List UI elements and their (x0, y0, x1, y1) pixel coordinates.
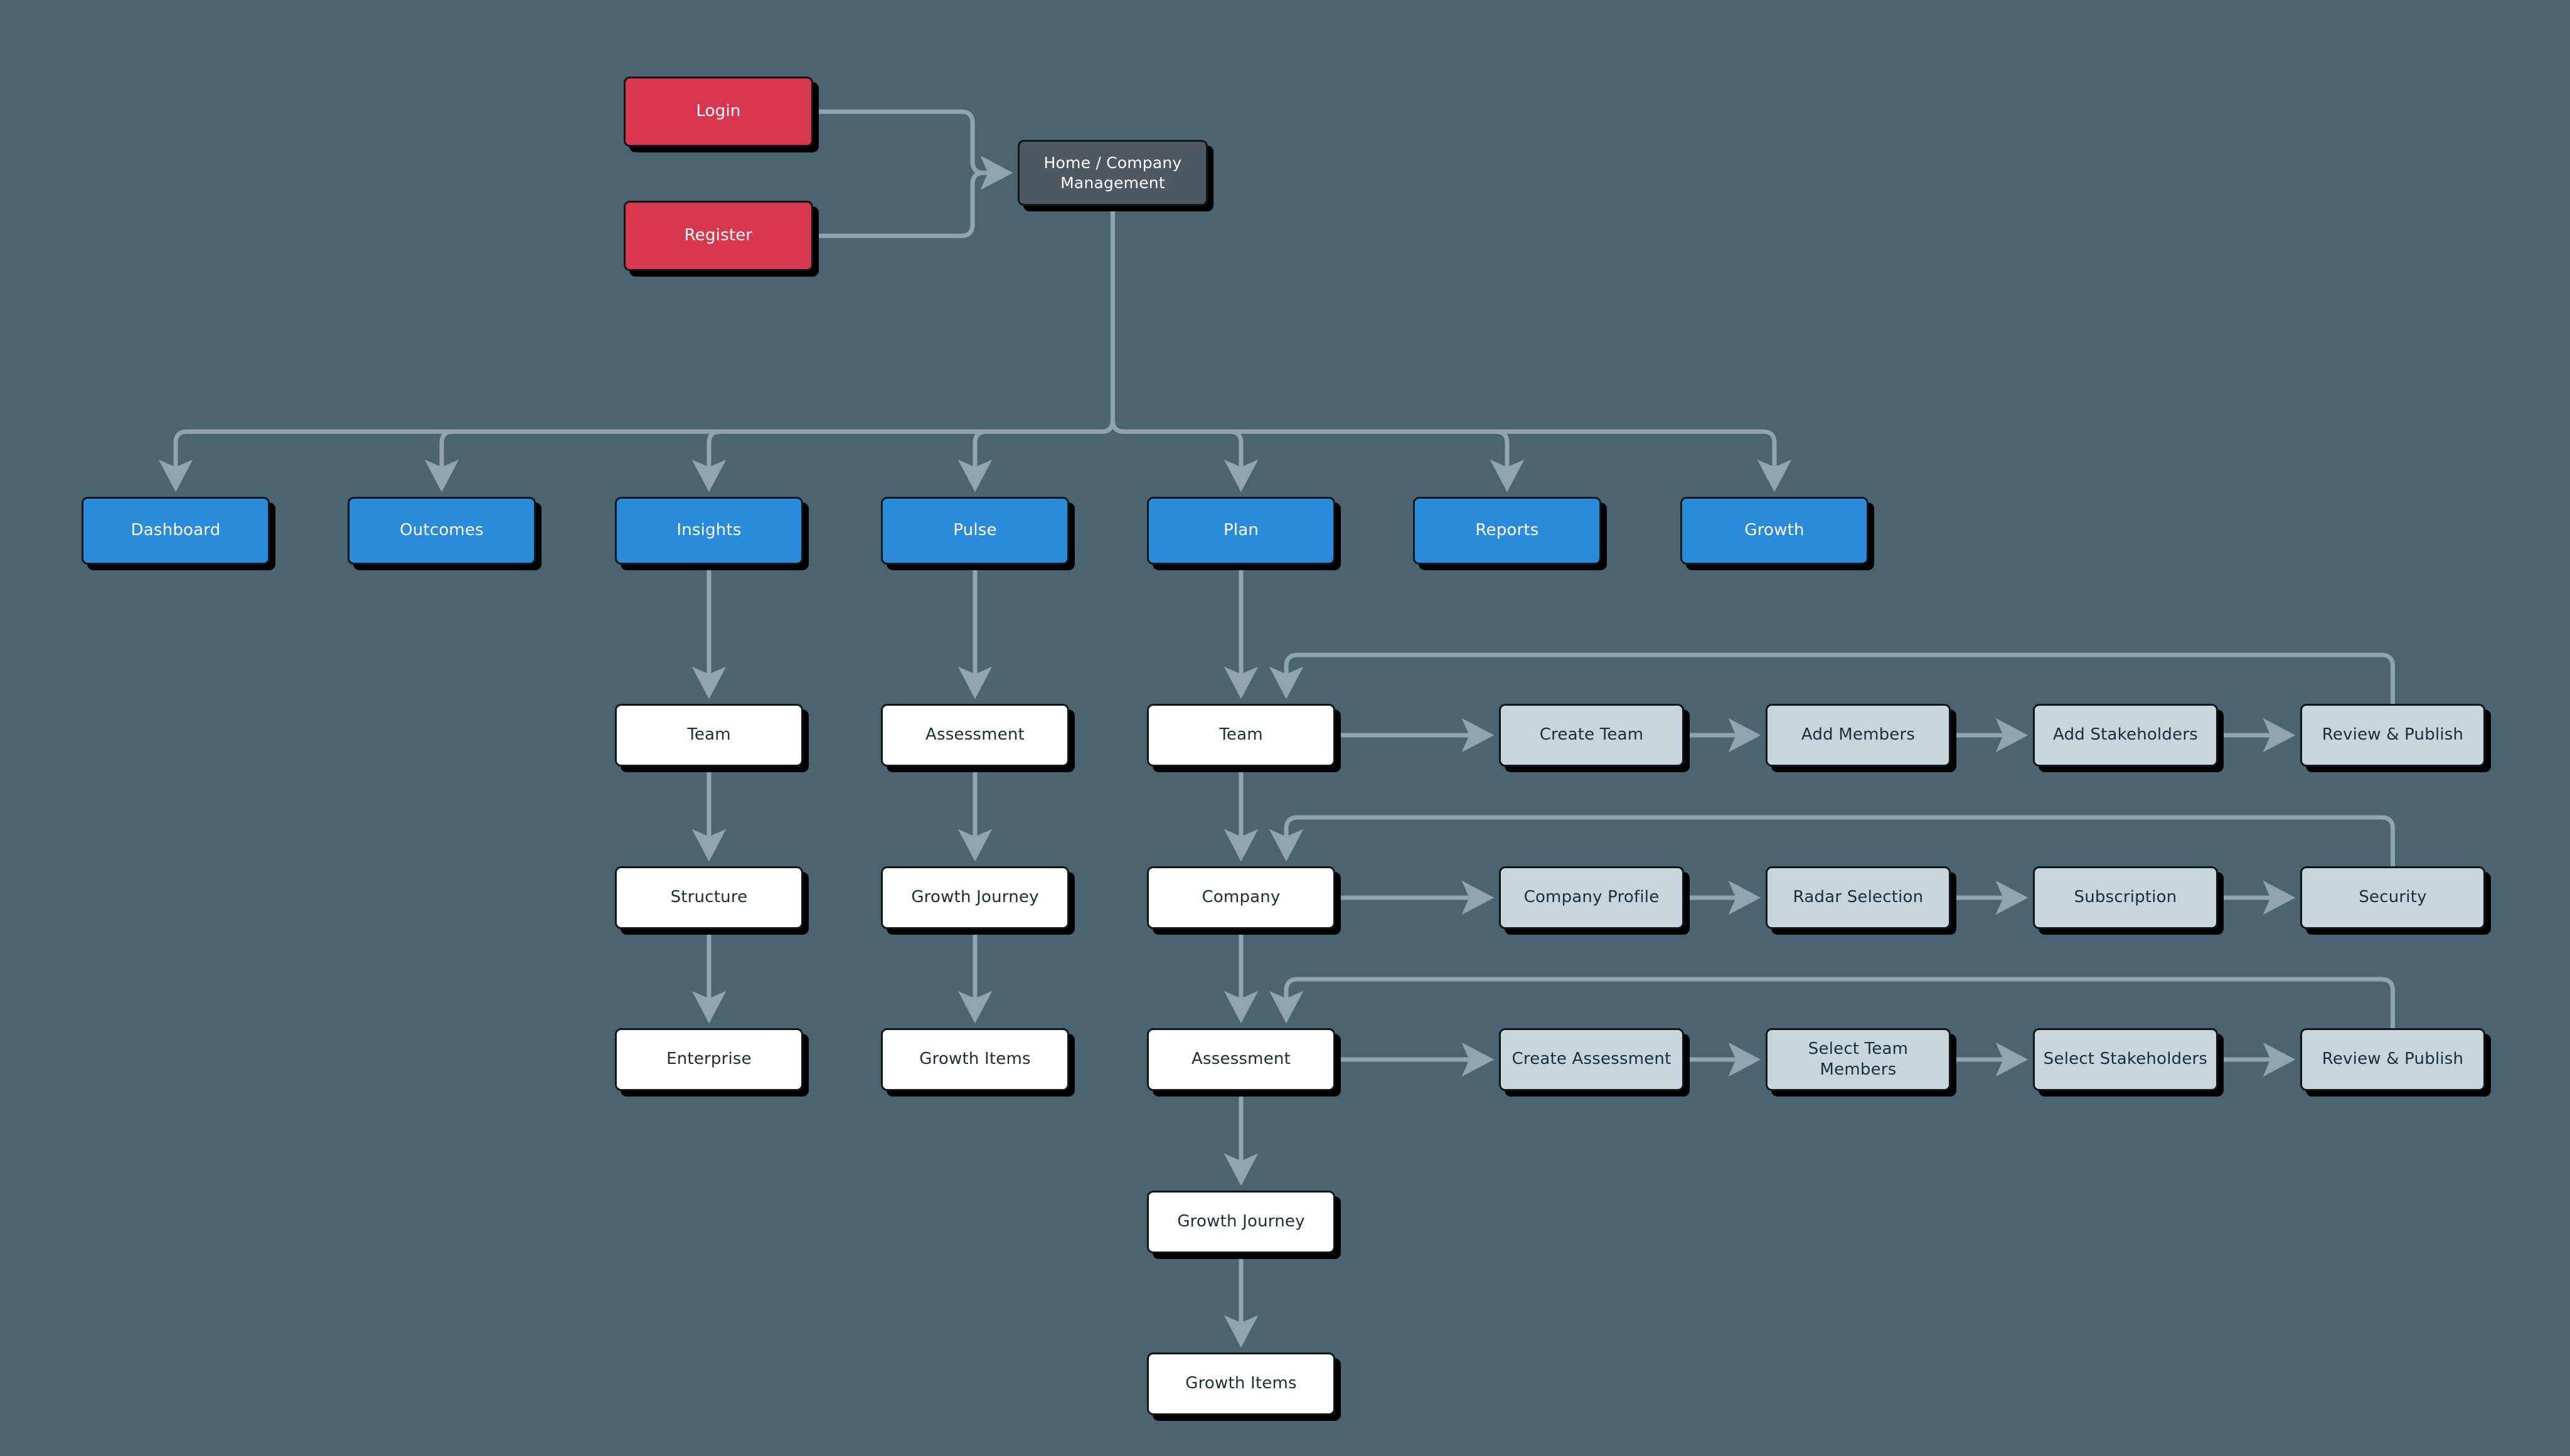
node-label: Company Profile (1523, 888, 1660, 907)
node-label: Subscription (2074, 888, 2177, 907)
node-select-stake[interactable]: Select Stakeholders (2033, 1028, 2218, 1091)
node-add-stakeholders[interactable]: Add Stakeholders (2033, 704, 2218, 767)
node-plan[interactable]: Plan (1147, 497, 1335, 565)
node-plan-company[interactable]: Company (1147, 866, 1335, 929)
node-label: Growth Journey (1177, 1212, 1305, 1231)
node-label: Team (687, 725, 731, 745)
node-plan-items[interactable]: Growth Items (1147, 1352, 1335, 1415)
node-outcomes[interactable]: Outcomes (348, 497, 536, 565)
node-radar-selection[interactable]: Radar Selection (1766, 866, 1951, 929)
node-security[interactable]: Security (2300, 866, 2485, 929)
node-assess-review[interactable]: Review & Publish (2300, 1028, 2485, 1091)
node-insights-struct[interactable]: Structure (615, 866, 803, 929)
node-label: Select Team Members (1808, 1039, 1909, 1079)
node-label: Insights (676, 521, 742, 540)
node-label: Add Stakeholders (2053, 725, 2198, 745)
node-growth[interactable]: Growth (1680, 497, 1869, 565)
node-label: Growth Items (1185, 1374, 1297, 1393)
node-label: Home / Company Management (1043, 153, 1182, 192)
node-company-profile[interactable]: Company Profile (1499, 866, 1684, 929)
node-label: Company (1202, 888, 1281, 907)
node-label: Dashboard (131, 521, 221, 540)
node-label: Login (696, 102, 741, 121)
node-plan-journey[interactable]: Growth Journey (1147, 1191, 1335, 1253)
node-pulse-items[interactable]: Growth Items (881, 1028, 1069, 1091)
node-dashboard[interactable]: Dashboard (82, 497, 270, 565)
node-login[interactable]: Login (624, 77, 813, 147)
node-pulse-assess[interactable]: Assessment (881, 704, 1069, 767)
node-label: Pulse (953, 521, 997, 540)
node-label: Plan (1223, 521, 1259, 540)
node-pulse-journey[interactable]: Growth Journey (881, 866, 1069, 929)
node-label: Register (684, 226, 753, 245)
node-home[interactable]: Home / Company Management (1018, 140, 1208, 206)
node-label: Security (2359, 888, 2427, 907)
node-label: Growth Journey (911, 888, 1039, 907)
node-label: Create Team (1539, 725, 1644, 745)
node-label: Enterprise (666, 1049, 752, 1069)
node-label: Reports (1475, 521, 1539, 540)
node-label: Growth Items (919, 1049, 1031, 1069)
node-select-members[interactable]: Select Team Members (1766, 1028, 1951, 1091)
node-label: Assessment (1192, 1049, 1291, 1069)
node-reports[interactable]: Reports (1413, 497, 1601, 565)
node-pulse[interactable]: Pulse (881, 497, 1069, 565)
node-create-assess[interactable]: Create Assessment (1499, 1028, 1684, 1091)
node-register[interactable]: Register (624, 201, 813, 271)
node-plan-team[interactable]: Team (1147, 704, 1335, 767)
node-label: Select Stakeholders (2043, 1049, 2208, 1069)
node-label: Structure (670, 888, 748, 907)
node-create-team[interactable]: Create Team (1499, 704, 1684, 767)
node-label: Review & Publish (2322, 1049, 2464, 1069)
node-label: Radar Selection (1793, 888, 1924, 907)
node-label: Team (1219, 725, 1263, 745)
node-add-members[interactable]: Add Members (1766, 704, 1951, 767)
node-insights-team[interactable]: Team (615, 704, 803, 767)
node-plan-assess[interactable]: Assessment (1147, 1028, 1335, 1091)
node-label: Growth (1744, 521, 1805, 540)
node-subscription[interactable]: Subscription (2033, 866, 2218, 929)
node-label: Assessment (925, 725, 1025, 745)
node-label: Create Assessment (1512, 1049, 1672, 1069)
node-team-review[interactable]: Review & Publish (2300, 704, 2485, 767)
node-label: Add Members (1801, 725, 1916, 745)
node-insights-ent[interactable]: Enterprise (615, 1028, 803, 1091)
node-insights[interactable]: Insights (615, 497, 803, 565)
node-label: Review & Publish (2322, 725, 2464, 745)
node-label: Outcomes (400, 521, 484, 540)
